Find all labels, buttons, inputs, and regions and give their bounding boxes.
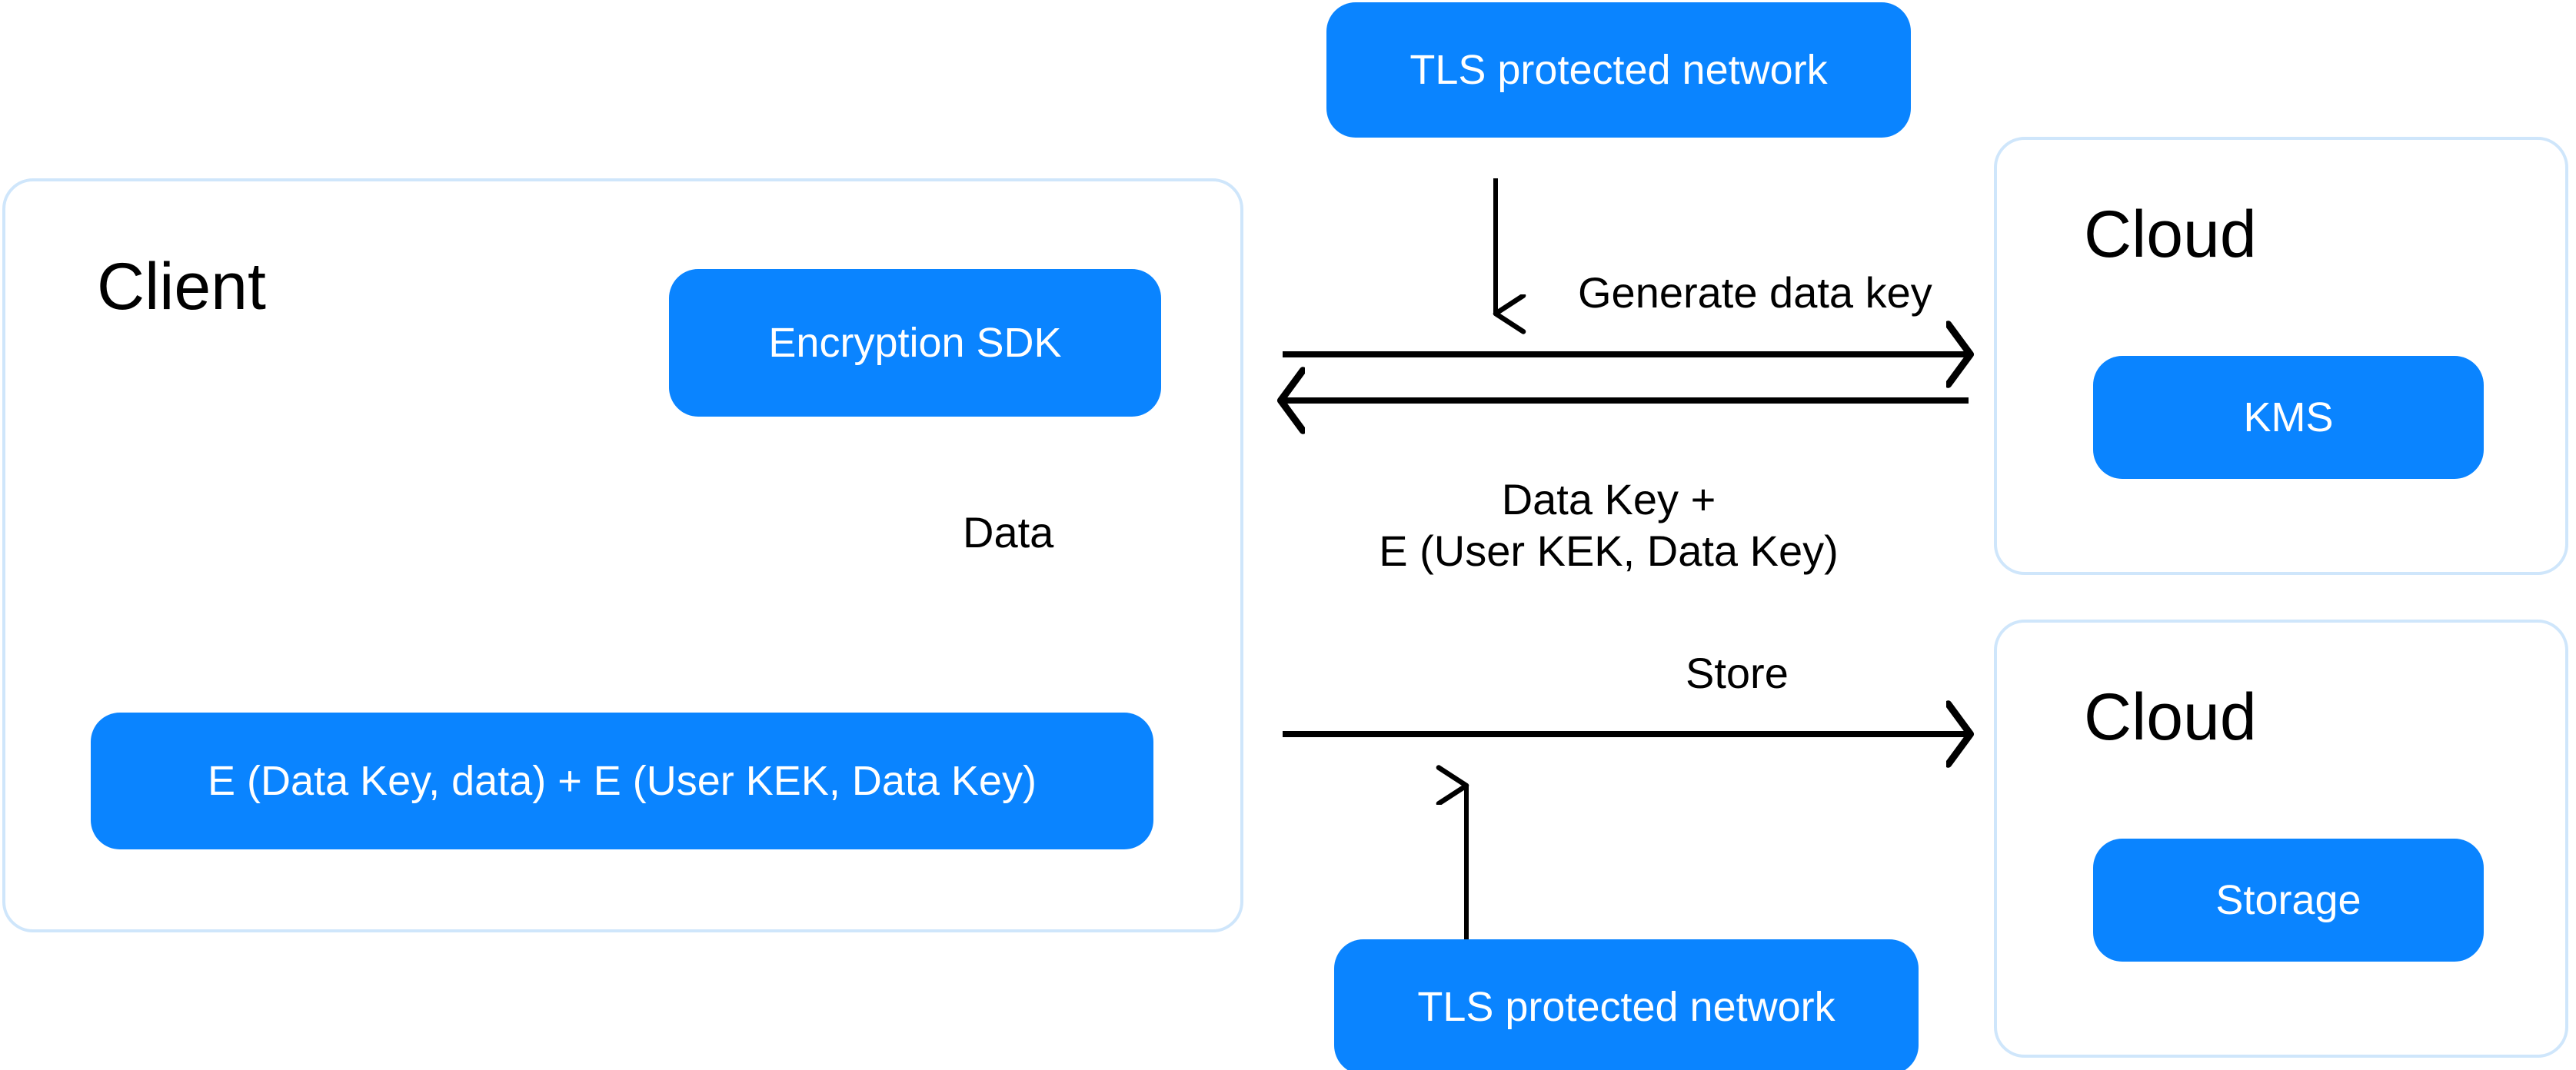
encryption-sdk-pill[interactable]: Encryption SDK	[669, 269, 1161, 417]
data-key-response-label-line2: E (User KEK, Data Key)	[1379, 527, 1839, 575]
storage-pill[interactable]: Storage	[2093, 839, 2484, 962]
client-panel-title: Client	[97, 250, 266, 324]
data-arrow-label: Data	[963, 508, 1054, 557]
top-tls-network-pill[interactable]: TLS protected network	[1326, 2, 1911, 138]
generate-data-key-label: Generate data key	[1578, 268, 1932, 317]
cloud-storage-panel-title: Cloud	[2084, 680, 2257, 754]
encrypted-payload-pill[interactable]: E (Data Key, data) + E (User KEK, Data K…	[91, 713, 1153, 849]
bottom-tls-network-pill[interactable]: TLS protected network	[1334, 939, 1919, 1070]
data-key-response-label-line1: Data Key +	[1501, 475, 1716, 523]
kms-pill[interactable]: KMS	[2093, 356, 2484, 479]
store-label: Store	[1686, 649, 1789, 697]
cloud-kms-panel-title: Cloud	[2084, 198, 2257, 271]
